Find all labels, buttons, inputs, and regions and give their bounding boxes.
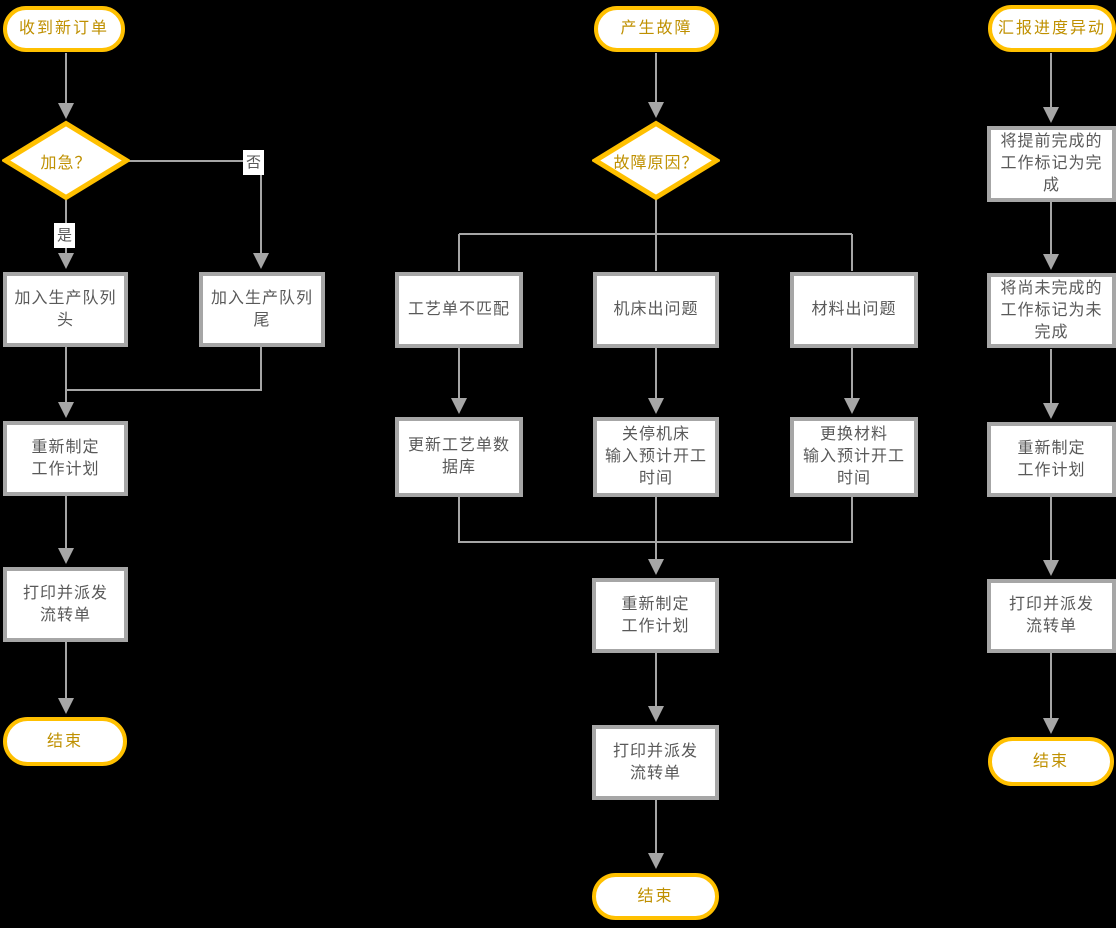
process-cause-process-sheet-label: 工艺单不匹配 — [407, 301, 510, 318]
edge-label-no[interactable]: 否 — [243, 150, 265, 175]
process-replan-left-label: 重新制定 工作计划 — [31, 438, 100, 478]
process-cause-material-label: 材料出问题 — [811, 301, 897, 318]
process-fix-material[interactable]: 更换材料 输入预计开工 时间 — [790, 417, 918, 497]
end-node-middle[interactable]: 结束 — [592, 873, 719, 920]
end-node-right-label: 结束 — [1032, 752, 1069, 770]
process-replan-right[interactable]: 重新制定 工作计划 — [987, 422, 1116, 497]
edge-cause-split — [458, 199, 853, 271]
start-node-progress-report[interactable]: 汇报进度异动 — [988, 5, 1116, 52]
process-print-left-label: 打印并派发 流转单 — [22, 584, 108, 624]
process-fix-process-sheet[interactable]: 更新工艺单数 据库 — [395, 417, 523, 497]
process-mark-done-label: 将提前完成的 工作标记为完 成 — [1000, 133, 1103, 194]
process-queue-head[interactable]: 加入生产队列 头 — [3, 272, 128, 347]
end-node-left[interactable]: 结束 — [3, 717, 127, 766]
process-mark-done[interactable]: 将提前完成的 工作标记为完 成 — [987, 126, 1116, 202]
start-node-progress-report-label: 汇报进度异动 — [997, 19, 1106, 37]
process-fix-machine[interactable]: 关停机床 输入预计开工 时间 — [593, 417, 719, 497]
start-node-new-order-label: 收到新订单 — [18, 20, 109, 37]
process-replan-right-label: 重新制定 工作计划 — [1017, 439, 1086, 479]
process-print-right-label: 打印并派发 流转单 — [1008, 596, 1094, 635]
end-node-left-label: 结束 — [46, 732, 83, 750]
decision-urgent[interactable]: 加急？ — [2, 120, 130, 201]
diamond-shape-icon — [592, 120, 720, 201]
decision-fault-cause[interactable]: 故障原因？ — [592, 120, 720, 201]
decision-urgent-label: 加急？ — [40, 154, 92, 172]
start-node-fault-label: 产生故障 — [620, 20, 693, 37]
process-mark-undone[interactable]: 将尚未完成的 工作标记为未 完成 — [987, 273, 1116, 348]
process-print-right[interactable]: 打印并派发 流转单 — [987, 579, 1116, 653]
process-replan-left[interactable]: 重新制定 工作计划 — [3, 421, 128, 496]
edge-urgent-no — [128, 160, 269, 269]
edge-queuetail-merge — [66, 347, 262, 391]
process-replan-middle-label: 重新制定 工作计划 — [621, 595, 690, 635]
edge-label-yes[interactable]: 是 — [54, 223, 76, 248]
process-print-middle[interactable]: 打印并派发 流转单 — [592, 725, 719, 800]
process-cause-machine[interactable]: 机床出问题 — [593, 272, 719, 348]
end-node-right[interactable]: 结束 — [988, 737, 1114, 786]
process-mark-undone-label: 将尚未完成的 工作标记为未 完成 — [1000, 279, 1103, 341]
process-print-left[interactable]: 打印并派发 流转单 — [3, 567, 128, 642]
process-replan-middle[interactable]: 重新制定 工作计划 — [592, 578, 719, 653]
process-fix-material-label: 更换材料 输入预计开工 时间 — [802, 426, 905, 487]
process-fix-process-sheet-label: 更新工艺单数 据库 — [407, 437, 510, 476]
decision-fault-cause-label: 故障原因？ — [613, 154, 699, 172]
process-cause-machine-label: 机床出问题 — [613, 301, 699, 318]
process-fix-machine-label: 关停机床 输入预计开工 时间 — [604, 426, 707, 487]
process-cause-process-sheet[interactable]: 工艺单不匹配 — [395, 272, 523, 348]
start-node-fault[interactable]: 产生故障 — [594, 6, 719, 52]
process-queue-head-label: 加入生产队列 头 — [14, 289, 117, 329]
start-node-new-order[interactable]: 收到新订单 — [3, 6, 125, 52]
diamond-shape-icon — [2, 120, 130, 201]
process-queue-tail[interactable]: 加入生产队列 尾 — [199, 272, 325, 347]
process-print-middle-label: 打印并派发 流转单 — [612, 742, 698, 782]
process-cause-material[interactable]: 材料出问题 — [790, 272, 918, 348]
process-queue-tail-label: 加入生产队列 尾 — [210, 289, 313, 329]
end-node-middle-label: 结束 — [637, 887, 674, 905]
